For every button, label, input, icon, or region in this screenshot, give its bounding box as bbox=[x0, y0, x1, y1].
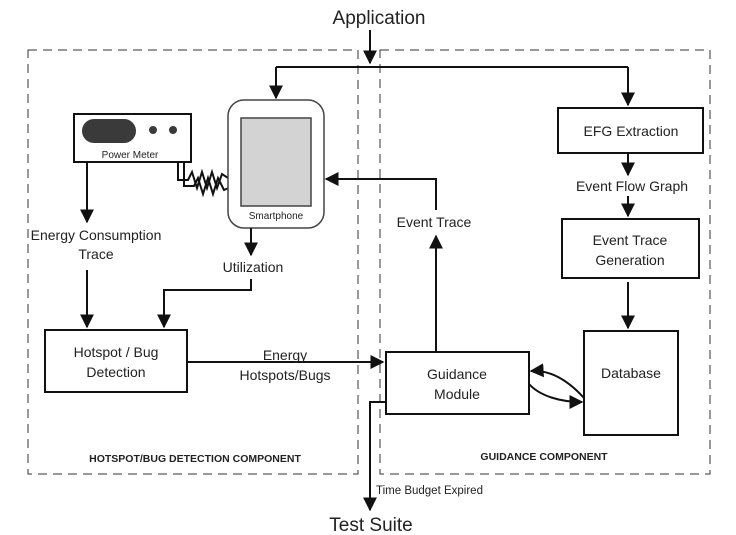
event-trace-generation-label-2: Generation bbox=[595, 252, 664, 268]
power-meter-label: Power Meter bbox=[102, 150, 159, 161]
efg-extraction-box bbox=[557, 107, 704, 154]
detection-component-title: HOTSPOT/BUG DETECTION COMPONENT bbox=[89, 453, 301, 465]
utilization-label: Utilization bbox=[223, 259, 284, 275]
database-box bbox=[583, 330, 679, 436]
hotspot-detection-box bbox=[44, 329, 188, 393]
detection-component-boundary bbox=[27, 49, 359, 475]
database-label: Database bbox=[601, 365, 661, 381]
event-trace-label: Event Trace bbox=[397, 214, 472, 230]
power-meter-display bbox=[82, 119, 136, 143]
hotspot-detection-label-1: Hotspot / Bug bbox=[74, 344, 159, 360]
event-trace-arrow-2 bbox=[324, 172, 437, 210]
energy-trace-label-2: Trace bbox=[78, 246, 113, 262]
application-label: Application bbox=[333, 8, 426, 29]
utilization-arrow-2 bbox=[157, 279, 252, 329]
energy-hotspots-label-2: Hotspots/Bugs bbox=[239, 367, 330, 383]
smartphone-label: Smartphone bbox=[249, 211, 304, 222]
time-budget-arrow bbox=[363, 401, 386, 512]
guidance-component-title: GUIDANCE COMPONENT bbox=[480, 451, 608, 463]
guidance-component-boundary bbox=[379, 49, 711, 475]
event-trace-generation-label-1: Event Trace bbox=[593, 232, 668, 248]
guidance-module-box bbox=[385, 351, 530, 415]
guidance-module-label-1: Guidance bbox=[427, 366, 487, 382]
test-suite-label: Test Suite bbox=[329, 515, 412, 535]
hotspot-detection-label-2: Detection bbox=[86, 364, 145, 380]
time-budget-label: Time Budget Expired bbox=[376, 485, 483, 497]
guidance-to-database-arrow bbox=[528, 383, 584, 409]
event-trace-generation-box bbox=[561, 218, 700, 279]
smartphone-screen bbox=[240, 117, 312, 207]
power-meter-knob-2 bbox=[169, 126, 177, 134]
efg-extraction-label: EFG Extraction bbox=[584, 123, 679, 139]
database-to-guidance-arrow bbox=[529, 363, 585, 399]
power-meter-wire-2 bbox=[183, 162, 239, 198]
guidance-module-label-2: Module bbox=[434, 386, 480, 402]
energy-trace-label-1: Energy Consumption bbox=[31, 227, 162, 243]
event-flow-graph-label: Event Flow Graph bbox=[576, 178, 688, 194]
power-meter-wire bbox=[177, 162, 238, 192]
energy-hotspots-label-1: Energy bbox=[263, 347, 307, 363]
power-meter-knob-1 bbox=[149, 126, 157, 134]
